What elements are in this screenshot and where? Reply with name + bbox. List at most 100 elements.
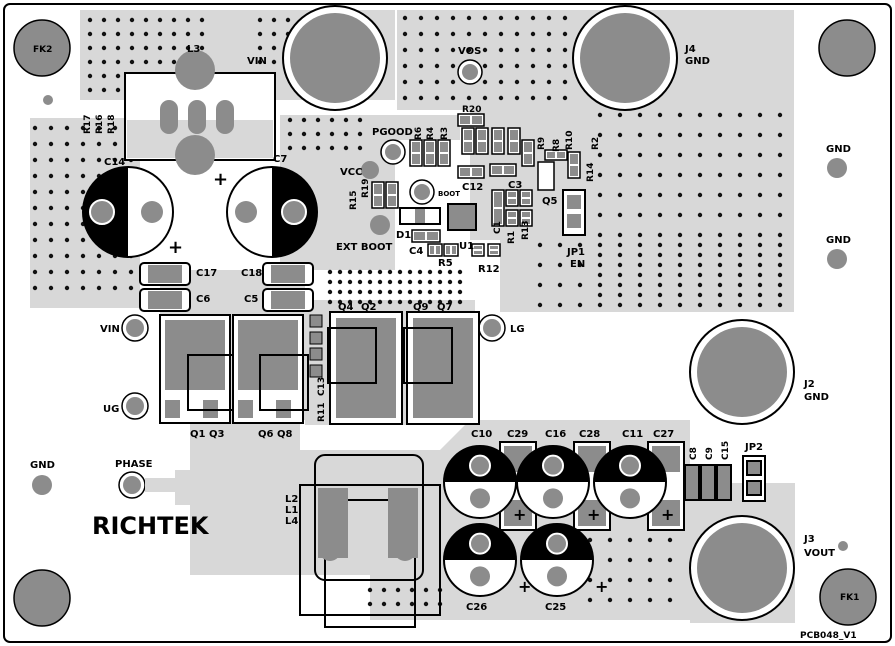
via — [80, 141, 86, 147]
via — [677, 252, 683, 258]
via — [80, 253, 86, 259]
via — [757, 212, 763, 218]
label-c29: C29 — [507, 429, 528, 440]
via — [637, 272, 643, 278]
via — [717, 192, 723, 198]
via — [737, 282, 743, 288]
via — [417, 269, 423, 275]
via — [677, 192, 683, 198]
via — [617, 302, 623, 308]
via — [777, 172, 783, 178]
via — [87, 17, 93, 23]
via — [367, 601, 373, 607]
label-vin-left: VIN — [100, 324, 120, 335]
via — [657, 292, 663, 298]
via — [143, 31, 149, 37]
via — [657, 172, 663, 178]
via — [514, 15, 520, 21]
via — [357, 131, 363, 137]
via — [717, 172, 723, 178]
via — [514, 47, 520, 53]
label-c1: C1 — [493, 221, 503, 234]
label-gnd-right2: GND — [826, 235, 851, 246]
label-vout: VOUT — [804, 548, 835, 559]
via — [434, 47, 440, 53]
via — [677, 172, 683, 178]
output-capacitors: +++++ — [443, 441, 685, 597]
via — [434, 15, 440, 21]
via — [112, 157, 118, 163]
via — [737, 252, 743, 258]
via — [677, 242, 683, 248]
via — [737, 232, 743, 238]
smd-part — [505, 209, 519, 227]
smd-resistor-array — [371, 113, 581, 257]
via — [697, 192, 703, 198]
via — [129, 45, 135, 51]
via — [697, 242, 703, 248]
via — [657, 212, 663, 218]
via — [617, 242, 623, 248]
via — [437, 299, 443, 305]
mosfets-left — [159, 314, 309, 424]
label-q1-q3: Q1 Q3 — [190, 429, 224, 440]
label-ug: UG — [103, 404, 119, 415]
via — [115, 87, 121, 93]
via — [777, 292, 783, 298]
via — [48, 253, 54, 259]
via — [447, 289, 453, 295]
label-fk2: FK2 — [33, 45, 52, 55]
via — [607, 597, 613, 603]
via — [657, 252, 663, 258]
via — [737, 272, 743, 278]
via — [562, 95, 568, 101]
label-q6-q8: Q6 Q8 — [258, 429, 292, 440]
via — [627, 537, 633, 543]
via — [87, 59, 93, 65]
via — [777, 262, 783, 268]
via — [447, 299, 453, 305]
via — [185, 45, 191, 51]
via — [777, 192, 783, 198]
via — [115, 45, 121, 51]
label-r9: R9 — [537, 137, 547, 150]
via — [434, 95, 440, 101]
via — [171, 31, 177, 37]
via — [395, 587, 401, 593]
via — [597, 172, 603, 178]
label-pcb-id: PCB048_V1 — [800, 631, 857, 641]
smd-part — [489, 163, 517, 177]
via — [557, 282, 563, 288]
via — [537, 302, 543, 308]
via — [64, 157, 70, 163]
smd-part — [457, 165, 485, 179]
via — [367, 269, 373, 275]
via — [562, 47, 568, 53]
smd-part — [437, 139, 451, 167]
via — [498, 95, 504, 101]
via — [387, 269, 393, 275]
smd-part — [521, 139, 535, 167]
via — [546, 95, 552, 101]
via — [48, 141, 54, 147]
via — [357, 289, 363, 295]
label-vos: VOS — [458, 46, 481, 57]
via — [697, 272, 703, 278]
via — [757, 252, 763, 258]
via — [482, 95, 488, 101]
via — [437, 289, 443, 295]
smd-part — [427, 243, 443, 257]
via — [80, 173, 86, 179]
svg-text:+: + — [213, 169, 228, 190]
via — [617, 192, 623, 198]
via — [447, 279, 453, 285]
via — [48, 269, 54, 275]
via — [498, 47, 504, 53]
via — [777, 212, 783, 218]
via — [377, 269, 383, 275]
via — [657, 272, 663, 278]
via — [498, 31, 504, 37]
fiducial-mark — [838, 541, 848, 551]
label-q4: Q4 — [338, 302, 354, 313]
via — [717, 112, 723, 118]
